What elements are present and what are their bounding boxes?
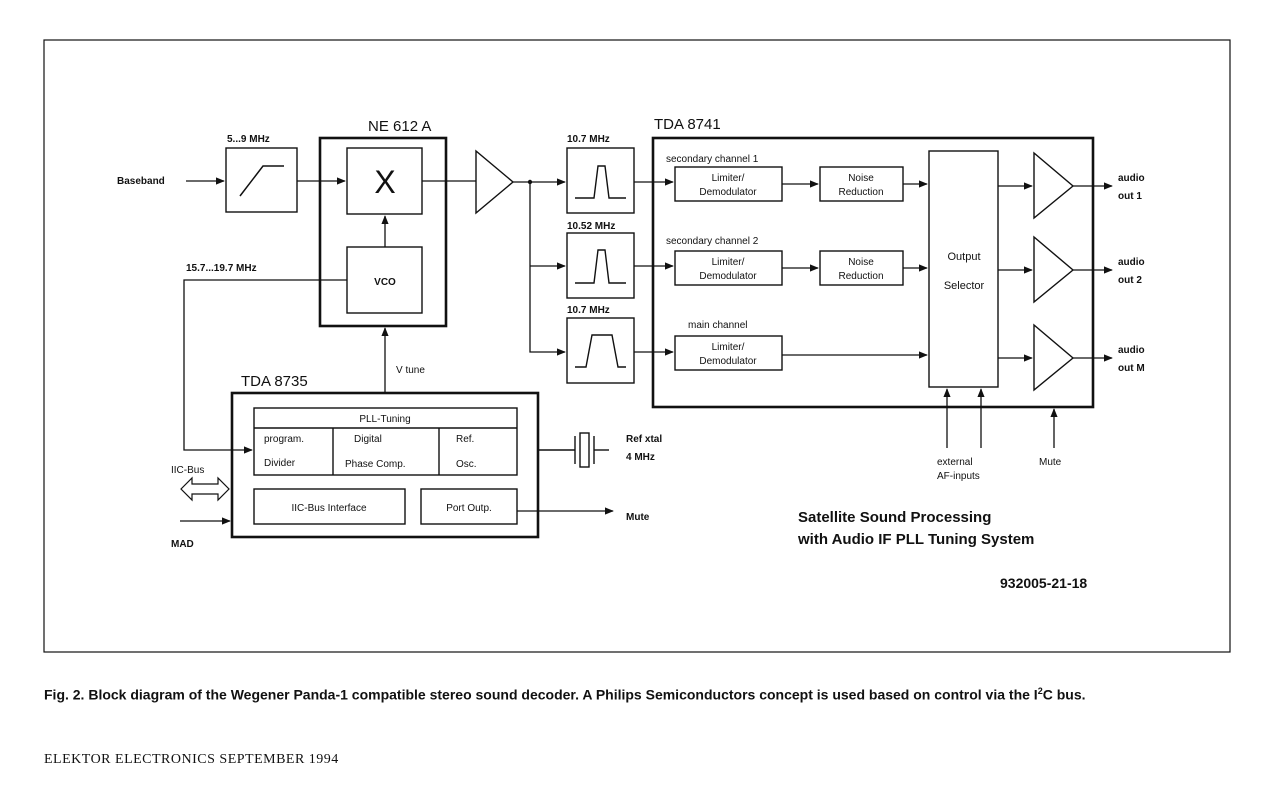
noise-1-line1: Noise: [848, 173, 874, 184]
figure-frame: [43, 39, 1231, 653]
external-label: external: [937, 457, 973, 468]
audio-out2-line2: out 2: [1118, 275, 1142, 286]
ne612-title: NE 612 A: [368, 118, 431, 135]
mute-output-label: Mute: [626, 512, 650, 523]
tda8741-title: TDA 8741: [654, 116, 721, 133]
lowpass-freq-label: 5...9 MHz: [227, 134, 270, 145]
iic-bus-arrow-icon: [180, 476, 230, 502]
noise-2-line2: Reduction: [838, 271, 883, 282]
ref-xtal-label: Ref xtal: [626, 434, 662, 445]
limiter-1-line2: Demodulator: [699, 187, 757, 198]
lowpass-curve-icon: [239, 165, 284, 197]
filter2-freq-label: 10.52 MHz: [567, 221, 615, 232]
page-footer: ELEKTOR ELECTRONICS SEPTEMBER 1994: [44, 752, 339, 767]
limiter-1-line1: Limiter/: [712, 173, 745, 184]
secondary-channel-2-label: secondary channel 2: [666, 236, 759, 247]
mad-label: MAD: [171, 539, 194, 550]
af-inputs-label: AF-inputs: [937, 471, 980, 482]
xtal-freq-label: 4 MHz: [626, 452, 655, 463]
output-amplifier-3-icon: [1033, 323, 1075, 392]
audio-out2-line1: audio: [1118, 257, 1145, 268]
noise-2-line1: Noise: [848, 257, 874, 268]
osc-label: Osc.: [456, 459, 477, 470]
output-selector-line2: Selector: [944, 280, 985, 292]
ne612-block: [318, 136, 448, 328]
lowpass-filter-block: [225, 147, 298, 213]
limiter-3-line1: Limiter/: [712, 342, 745, 353]
secondary-channel-1-label: secondary channel 1: [666, 154, 759, 165]
ref-label: Ref.: [456, 434, 474, 445]
iic-interface-label: IIC-Bus Interface: [291, 503, 366, 514]
bandpass-filter-2: [566, 232, 635, 299]
audio-outm-line2: out M: [1118, 363, 1145, 374]
limiter-2-line2: Demodulator: [699, 271, 757, 282]
iic-bus-label: IIC-Bus: [171, 465, 204, 476]
mute-input-label: Mute: [1039, 457, 1062, 468]
audio-out1-line1: audio: [1118, 173, 1145, 184]
digital-label: Digital: [354, 434, 382, 445]
audio-out1-line2: out 1: [1118, 191, 1142, 202]
figure-caption: Fig. 2. Block diagram of the Wegener Pan…: [44, 679, 1244, 707]
tda8735-title: TDA 8735: [241, 373, 308, 390]
port-output-block: [420, 488, 518, 525]
baseband-label: Baseband: [117, 176, 165, 187]
vco-label: VCO: [374, 277, 396, 288]
phase-comp-label: Phase Comp.: [345, 459, 406, 470]
bandpass-curve-3-icon: [575, 334, 626, 368]
output-amplifier-2-icon: [1033, 235, 1075, 304]
limiter-3-line2: Demodulator: [699, 356, 757, 367]
caption-text: Fig. 2. Block diagram of the Wegener Pan…: [44, 686, 1038, 703]
tda8741-block: [651, 136, 1095, 409]
figure-code: 932005-21-18: [1000, 575, 1087, 591]
vco-freq-label: 15.7...19.7 MHz: [186, 263, 257, 274]
audio-outm-line1: audio: [1118, 345, 1145, 356]
output-amplifier-1-icon: [1033, 151, 1075, 220]
pll-tuning-block: [253, 407, 518, 476]
filter3-freq-label: 10.7 MHz: [567, 305, 610, 316]
filter1-freq-label: 10.7 MHz: [567, 134, 610, 145]
output-selector-block: [928, 150, 999, 388]
divider-label: Divider: [264, 458, 296, 469]
program-label: program.: [264, 434, 304, 445]
diagram-title-line1: Satellite Sound Processing: [798, 509, 991, 526]
caption-superscript: 2: [1037, 686, 1043, 696]
output-selector-line1: Output: [947, 251, 980, 263]
iic-interface-block: [253, 488, 406, 525]
main-channel-label: main channel: [688, 320, 747, 331]
v-tune-label: V tune: [396, 365, 425, 376]
noise-1-line2: Reduction: [838, 187, 883, 198]
bandpass-filter-3: [566, 317, 635, 384]
if-amplifier-icon: [475, 149, 515, 215]
bandpass-curve-1-icon: [575, 165, 626, 199]
limiter-2-line1: Limiter/: [712, 257, 745, 268]
crystal-icon: [579, 432, 590, 468]
pll-tuning-label: PLL-Tuning: [359, 414, 410, 425]
bandpass-curve-2-icon: [575, 249, 626, 284]
port-outp-label: Port Outp.: [446, 503, 492, 514]
mixer-label: X: [374, 164, 395, 200]
diagram-title-line2: with Audio IF PLL Tuning System: [797, 531, 1034, 548]
bandpass-filter-1: [566, 147, 635, 214]
caption-suffix: C bus.: [1042, 686, 1086, 703]
limiter-block-3: [674, 335, 783, 371]
